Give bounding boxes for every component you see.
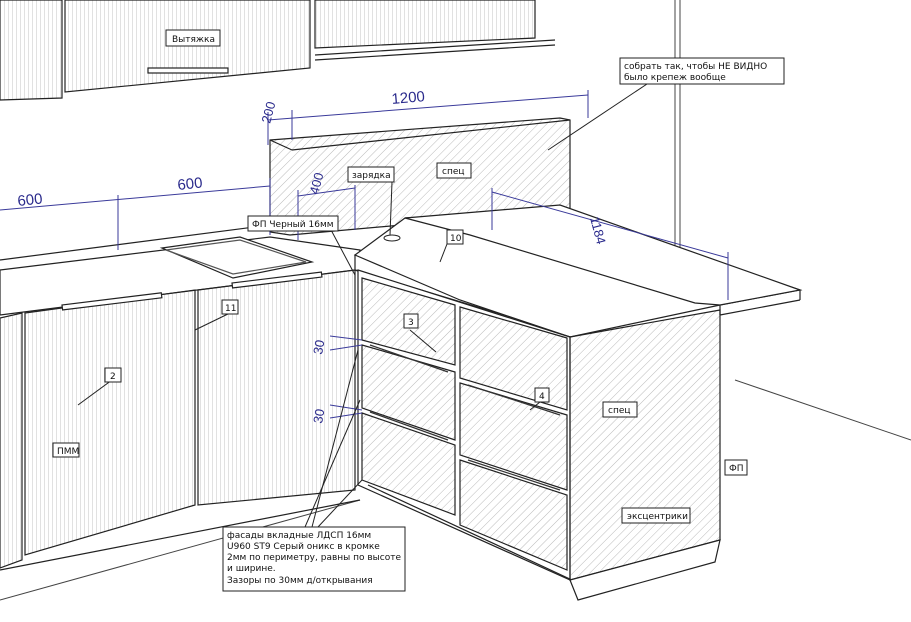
hood-label: Вытяжка xyxy=(172,35,215,45)
side-panel xyxy=(569,309,721,601)
cooktop xyxy=(159,236,315,279)
dimension-lines xyxy=(0,90,729,419)
dim-200: 200 xyxy=(258,100,278,125)
fp-right-label: ФП xyxy=(729,464,744,474)
spec-top-label: спец xyxy=(442,167,465,177)
dim-30-upper: 30 xyxy=(310,339,327,356)
dim-600-left: 600 xyxy=(17,190,44,210)
number-2: 2 xyxy=(110,372,116,382)
lower-left-cabinets xyxy=(0,269,361,571)
top-note-line-2: было крепеж вообще xyxy=(624,73,726,83)
bottom-note-line-2: U960 ST9 Серый оникс в кромке xyxy=(227,542,380,552)
spec-side-label: спец xyxy=(608,406,631,416)
dim-30-lower: 30 xyxy=(310,408,327,425)
peninsula-top xyxy=(353,204,803,338)
bottom-note-line-5: Зазоры по 30мм д/открывания xyxy=(227,576,373,586)
top-note-line-1: собрать так, чтобы НЕ ВИДНО xyxy=(624,62,767,72)
eccentric-label: эксцентрики xyxy=(627,512,688,522)
dim-400: 400 xyxy=(306,171,326,196)
dim-600-right: 600 xyxy=(177,174,204,194)
pmm-label: ПММ xyxy=(57,447,79,457)
number-11: 11 xyxy=(225,304,236,314)
label-boxes xyxy=(52,29,785,592)
bottom-note-line-3: 2мм по периметру, равны по высоте xyxy=(227,553,401,563)
upper-cabinets xyxy=(0,0,556,101)
number-4: 4 xyxy=(539,392,545,402)
number-10: 10 xyxy=(450,234,462,244)
bottom-note-line-1: фасады вкладные ЛДСП 16мм xyxy=(227,531,371,541)
fp-black-label: ФП Черный 16мм xyxy=(252,220,334,230)
number-3: 3 xyxy=(408,318,414,328)
dim-1184: 1184 xyxy=(587,215,609,246)
charging-label: зарядка xyxy=(352,171,391,181)
raised-panel xyxy=(269,117,571,236)
bottom-note-line-4: и ширине. xyxy=(227,564,276,574)
dim-1200: 1200 xyxy=(391,88,426,108)
leader-lines xyxy=(77,81,651,528)
